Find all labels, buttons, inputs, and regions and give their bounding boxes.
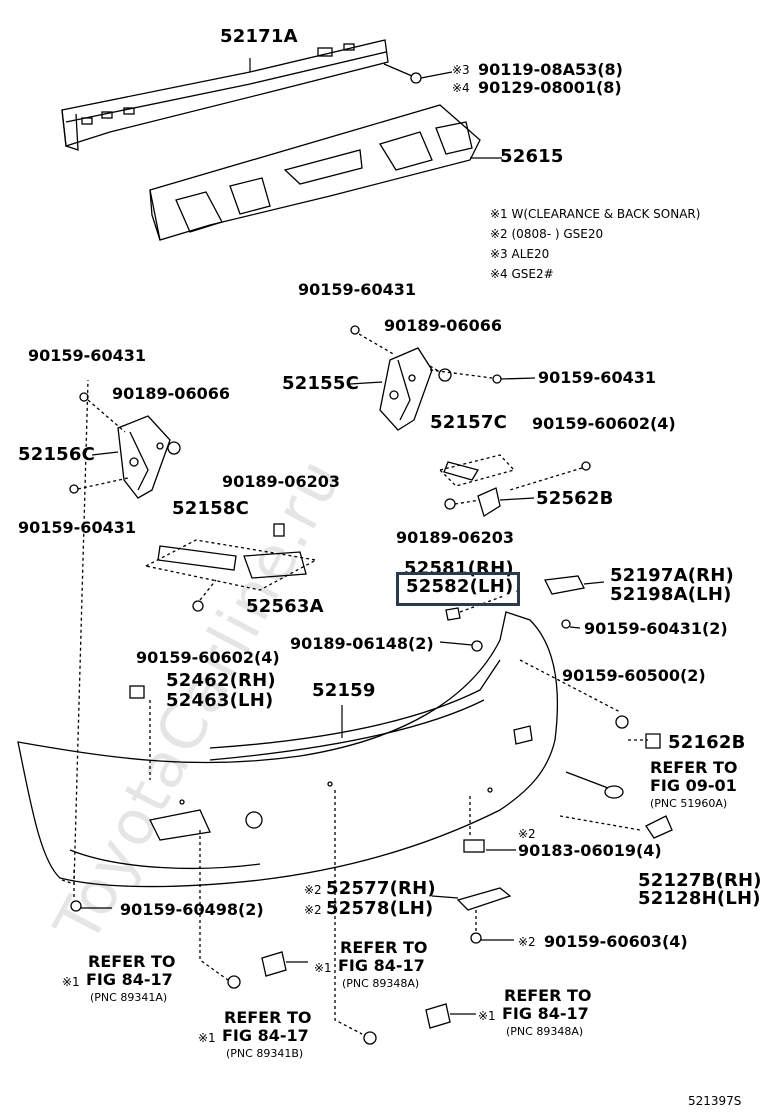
refer-0901-link[interactable]: FIG 09-01 (650, 776, 737, 795)
refer-a-mark: ※1 (62, 975, 80, 989)
label-52462[interactable]: 52462(RH) (166, 670, 276, 691)
label-90159-60602-a[interactable]: 90159-60602(4) (532, 414, 676, 433)
retainer-52155c-drawing (349, 325, 536, 431)
label-90189-06203-b[interactable]: 90189-06203 (222, 472, 340, 491)
label-90183[interactable]: 90183-06019(4) (518, 841, 662, 860)
refer-c-mark: ※1 (198, 1031, 216, 1045)
label-90159-60431-c[interactable]: 90159-60431 (538, 368, 656, 387)
label-90189-06148[interactable]: 90189-06148(2) (290, 634, 434, 653)
refer-b-line1: REFER TO (340, 938, 428, 957)
label-90159-60431-b[interactable]: 90159-60431 (28, 346, 146, 365)
refer-d-pnc: (PNC 89348A) (506, 1025, 584, 1038)
label-52157c[interactable]: 52157C (430, 412, 508, 433)
retainer-52156c-drawing (69, 392, 181, 499)
mark-3: ※3 (452, 63, 470, 77)
label-52158c[interactable]: 52158C (172, 498, 250, 519)
bumper-reinforcement-drawing (61, 39, 389, 151)
mark-2d: ※2 (518, 935, 536, 949)
refer-b-link[interactable]: FIG 84-17 (338, 956, 425, 975)
side-bracket-drawing (439, 575, 605, 652)
label-52127b[interactable]: 52127B(RH) (638, 870, 760, 891)
label-52155c[interactable]: 52155C (282, 373, 360, 394)
mark-2c: ※2 (304, 903, 322, 917)
retainer-52157c-drawing (438, 454, 591, 518)
lower-bracket-drawing (61, 379, 516, 1045)
label-90189-06203-a[interactable]: 90189-06203 (396, 528, 514, 547)
label-52171a[interactable]: 52171A (220, 26, 298, 47)
label-90159-60603[interactable]: 90159-60603(4) (544, 932, 688, 951)
refer-b-pnc: (PNC 89348A) (342, 977, 420, 990)
label-52562b[interactable]: 52562B (536, 488, 614, 509)
refer-c-pnc: (PNC 89341B) (226, 1047, 304, 1060)
label-52156c[interactable]: 52156C (18, 444, 96, 465)
label-52615[interactable]: 52615 (500, 146, 564, 167)
label-90189-06066-a[interactable]: 90189-06066 (384, 316, 502, 335)
mark-2b: ※2 (304, 883, 322, 897)
label-90189-06066-b[interactable]: 90189-06066 (112, 384, 230, 403)
mark-2a: ※2 (518, 827, 536, 841)
mark-4: ※4 (452, 81, 470, 95)
refer-b-mark: ※1 (314, 961, 332, 975)
label-52563a[interactable]: 52563A (246, 596, 324, 617)
bolt-90119-drawing (383, 63, 453, 84)
bumper-cover-drawing (17, 611, 559, 888)
retainer-52158c-drawing (144, 523, 318, 612)
right-hardware-drawing (519, 659, 673, 839)
label-90159-60431-d[interactable]: 90159-60431 (18, 518, 136, 537)
label-52162b[interactable]: 52162B (668, 732, 746, 753)
note-3: ※3 ALE20 (490, 247, 550, 261)
refer-a-pnc: (PNC 89341A) (90, 991, 168, 1004)
label-90159-60431-e[interactable]: 90159-60431(2) (584, 619, 728, 638)
label-52582[interactable]: 52582(LH) (404, 576, 516, 597)
label-52197a[interactable]: 52197A(RH) (610, 565, 734, 586)
refer-a-line1: REFER TO (88, 952, 176, 971)
label-52578[interactable]: 52578(LH) (326, 898, 434, 919)
label-90159-60602-b[interactable]: 90159-60602(4) (136, 648, 280, 667)
label-90159-60431-a[interactable]: 90159-60431 (298, 280, 416, 299)
refer-d-link[interactable]: FIG 84-17 (502, 1004, 589, 1023)
note-1: ※1 W(CLEARANCE & BACK SONAR) (490, 207, 701, 221)
note-4: ※4 GSE2# (490, 267, 554, 281)
label-52159[interactable]: 52159 (312, 680, 376, 701)
label-52128h[interactable]: 52128H(LH) (638, 888, 760, 909)
refer-0901-line1: REFER TO (650, 758, 738, 777)
label-90119[interactable]: 90119-08A53(8) (478, 60, 623, 79)
energy-absorber-drawing (149, 104, 502, 241)
label-90159-60500[interactable]: 90159-60500(2) (562, 666, 706, 685)
refer-a-link[interactable]: FIG 84-17 (86, 970, 173, 989)
label-52577[interactable]: 52577(RH) (326, 878, 436, 899)
refer-c-line1: REFER TO (224, 1008, 312, 1027)
label-52463[interactable]: 52463(LH) (166, 690, 274, 711)
label-52198a[interactable]: 52198A(LH) (610, 584, 732, 605)
note-2: ※2 (0808- ) GSE20 (490, 227, 604, 241)
label-90159-60498[interactable]: 90159-60498(2) (120, 900, 264, 919)
drawing-code: 521397S (688, 1094, 742, 1108)
refer-d-line1: REFER TO (504, 986, 592, 1005)
highlight-box (396, 572, 520, 606)
refer-c-link[interactable]: FIG 84-17 (222, 1026, 309, 1045)
label-90129[interactable]: 90129-08001(8) (478, 78, 622, 97)
refer-d-mark: ※1 (478, 1009, 496, 1023)
refer-0901-pnc: (PNC 51960A) (650, 797, 728, 810)
